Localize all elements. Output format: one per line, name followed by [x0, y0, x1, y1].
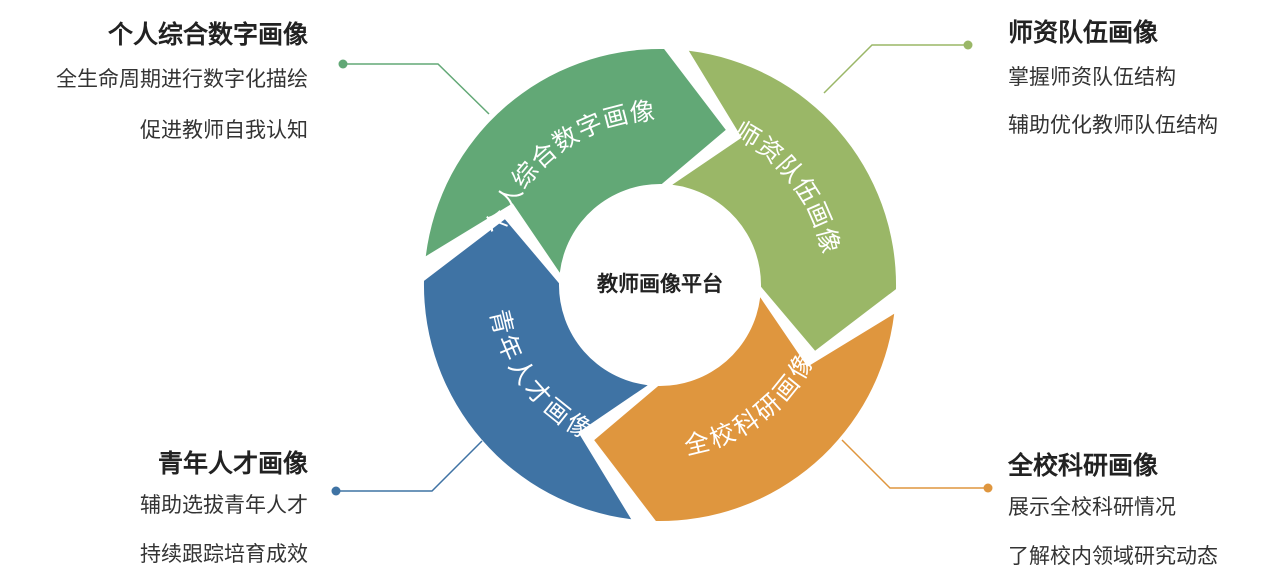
leader-dot-research: [983, 483, 993, 493]
callout-research-portrait: 全校科研画像 展示全校科研情况 了解校内领域研究动态: [1008, 449, 1218, 570]
callout-line: 辅助选拔青年人才: [140, 493, 308, 517]
segment-youth-talent-portrait: [423, 219, 648, 520]
leader-line-youth: [336, 440, 483, 492]
callout-title: 师资队伍画像: [1008, 18, 1159, 47]
callout-line: 促进教师自我认知: [140, 118, 308, 142]
leader-line-teachers: [823, 44, 968, 94]
callout-line: 了解校内领域研究动态: [1008, 544, 1218, 568]
leader-line-personal: [343, 63, 490, 115]
callout-title: 青年人才画像: [157, 449, 308, 478]
callout-line: 掌握师资队伍结构: [1008, 65, 1176, 89]
center-label: 教师画像平台: [597, 272, 723, 296]
callout-personal-portrait: 个人综合数字画像 全生命周期进行数字化描绘 促进教师自我认知: [56, 18, 308, 144]
callout-title: 个人综合数字画像: [107, 20, 308, 49]
leader-dot-personal: [338, 59, 348, 69]
callout-line: 持续跟踪培育成效: [140, 542, 308, 566]
segment-faculty-portrait: [672, 50, 897, 351]
callout-line: 辅助优化教师队伍结构: [1008, 113, 1218, 137]
callout-line: 全生命周期进行数字化描绘: [56, 67, 308, 91]
segment-personal-portrait: [425, 48, 726, 273]
callout-faculty-portrait: 师资队伍画像 掌握师资队伍结构 辅助优化教师队伍结构: [1008, 16, 1218, 139]
segment-research-portrait: [594, 297, 895, 522]
callout-youth-talent-portrait: 青年人才画像 辅助选拔青年人才 持续跟踪培育成效: [140, 447, 308, 568]
leader-dot-youth: [331, 486, 341, 496]
leader-dot-teachers: [963, 40, 973, 50]
callout-line: 展示全校科研情况: [1008, 495, 1176, 519]
callout-title: 全校科研画像: [1008, 451, 1159, 480]
leader-line-research: [841, 439, 988, 489]
